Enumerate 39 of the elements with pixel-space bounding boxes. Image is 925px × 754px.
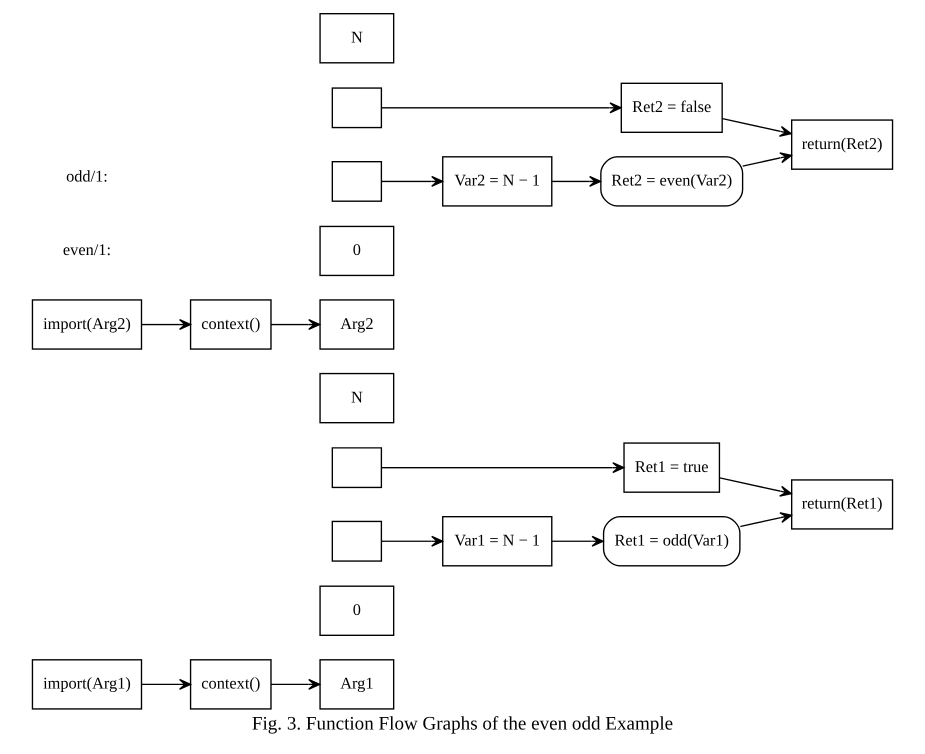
node-box: Ret2 = false (620, 82, 723, 134)
node-box: import(Arg2) (32, 299, 142, 350)
node-box: Var2 = N − 1 (442, 156, 552, 207)
node-box: 0 (319, 586, 394, 636)
arrow (552, 536, 604, 547)
node-box: Ret2 = even(Var2) (600, 156, 744, 207)
node-box: N (319, 13, 394, 64)
arrow (382, 102, 622, 114)
arrow (142, 318, 192, 330)
arrow (382, 176, 444, 187)
arrow (720, 477, 792, 497)
caption: Fig. 3. Function Flow Graphs of the even odd Example (252, 714, 674, 735)
node-box: import(Arg1) (32, 659, 142, 710)
node-box: context() (190, 659, 272, 710)
arrow (722, 118, 792, 137)
node-box: Arg2 (319, 299, 394, 350)
label: odd/1: (66, 166, 108, 186)
arrow (552, 176, 602, 187)
arrow (740, 512, 792, 528)
node-box: return(Ret2) (791, 119, 894, 170)
node-box: Arg1 (319, 659, 394, 710)
node-box (332, 520, 382, 562)
node-box (332, 160, 382, 202)
node-box: Ret1 = odd(Var1) (602, 516, 741, 566)
arrow (382, 462, 624, 474)
node-box: return(Ret1) (791, 479, 894, 530)
node-box: context() (190, 299, 272, 350)
arrow (142, 678, 192, 690)
arrow (271, 318, 320, 330)
arrow (742, 152, 792, 167)
label: even/1: (62, 240, 112, 260)
node-box: 0 (319, 226, 394, 276)
arrow (271, 678, 320, 690)
node-box: Ret1 = true (623, 442, 720, 493)
node-box: N (319, 372, 394, 424)
arrow (382, 536, 444, 547)
node-box: Var1 = N − 1 (442, 516, 552, 566)
node-box (332, 87, 382, 128)
node-box (332, 447, 382, 488)
